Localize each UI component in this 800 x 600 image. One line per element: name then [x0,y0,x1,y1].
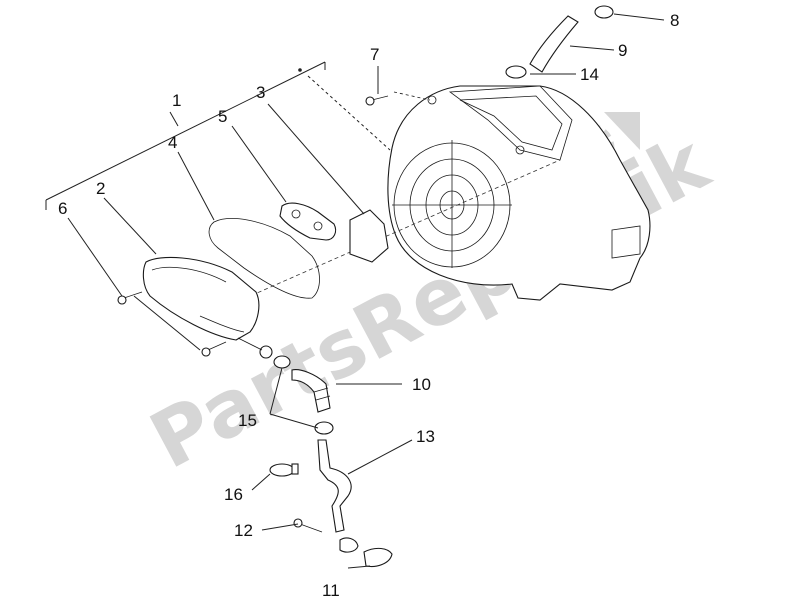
callout-5: 5 [218,107,227,126]
upper-breather-hose [529,15,579,73]
filter-cover [142,256,273,359]
clamp-15b [314,421,334,435]
callout-6: 6 [58,199,67,218]
callout-2: 2 [96,179,105,198]
filter-element [279,202,337,241]
screw-7 [365,91,431,106]
callout-10: 10 [412,375,431,394]
callout-16: 16 [224,485,243,504]
callout-9: 9 [618,41,627,60]
callout-1: 1 [172,91,181,110]
clamp-16 [269,463,299,477]
clamp-15a [273,355,291,369]
fan-cover-housing [387,85,651,301]
callout-13: 13 [416,427,435,446]
flange-11 [339,537,393,568]
screw-12 [293,518,323,533]
callout-11: 11 [322,581,340,600]
assembly-bracket [45,61,391,210]
callout-3: 3 [256,83,265,102]
elbow-hose-10 [291,369,331,413]
filter-gasket [208,218,320,299]
leader-lines [67,13,665,569]
screw-6b [201,341,227,357]
drain-hose-13 [317,439,352,533]
callout-14: 14 [580,65,599,84]
callout-7: 7 [370,45,379,64]
callout-12: 12 [234,521,253,540]
baffle-plate [349,209,389,263]
callout-4: 4 [168,133,177,152]
clamp-14 [505,65,527,79]
watermark-logo-wedge [604,112,640,150]
callout-8: 8 [670,11,679,30]
callout-labels: 1 2 3 4 5 6 7 8 9 10 11 12 13 14 15 16 [58,11,679,600]
callout-15: 15 [238,411,257,430]
clamp-8 [594,5,614,19]
screw-6a [117,291,143,305]
